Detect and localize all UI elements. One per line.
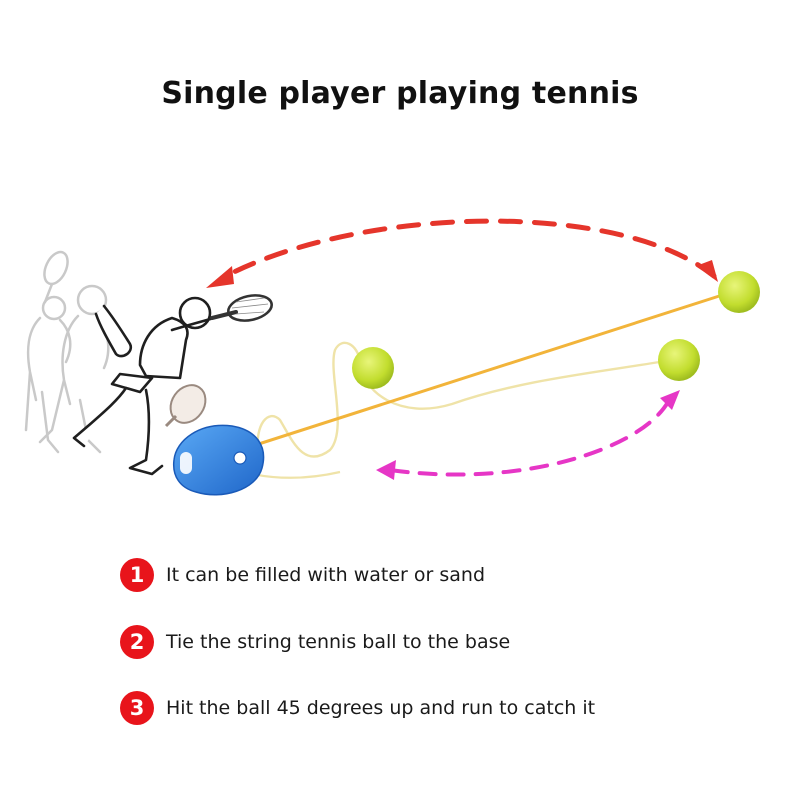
- step-text: Hit the ball 45 degrees up and run to ca…: [166, 697, 596, 719]
- arrow-bottom-path: [388, 400, 670, 477]
- arrow-top-path: [219, 218, 717, 281]
- step-1: 1 It can be filled with water or sand: [120, 558, 485, 592]
- tennis-ball-middle: [352, 347, 394, 389]
- rebound-base: [172, 424, 265, 496]
- arrow-bottom-head-up: [660, 390, 680, 410]
- player-figure: [72, 296, 216, 476]
- tennis-ball-right: [658, 339, 700, 381]
- step-3: 3 Hit the ball 45 degrees up and run to …: [120, 691, 595, 725]
- step-number-badge: 2: [120, 625, 154, 659]
- step-number-badge: 1: [120, 558, 154, 592]
- page-title: Single player playing tennis: [161, 76, 639, 111]
- ghost-racquet: [164, 384, 207, 428]
- racquet: [210, 294, 273, 322]
- arrow-top-head-right: [696, 260, 718, 282]
- step-text: It can be filled with water or sand: [166, 564, 486, 586]
- ball-string-tight: [239, 288, 739, 452]
- step-text: Tie the string tennis ball to the base: [166, 631, 511, 653]
- step-number-badge: 3: [120, 691, 154, 725]
- arrow-bottom-head-left: [376, 460, 396, 480]
- tennis-ball-top: [718, 271, 760, 313]
- tennis-illustration: [24, 218, 760, 496]
- ball-string-loose: [256, 341, 673, 458]
- step-2: 2 Tie the string tennis ball to the base: [120, 625, 510, 659]
- arrow-top-head-left: [206, 266, 234, 288]
